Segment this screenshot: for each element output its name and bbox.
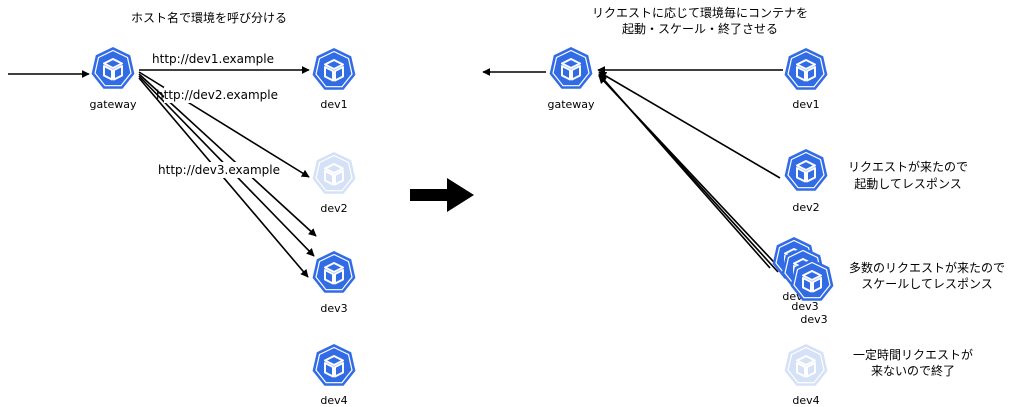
dev3-pod-icon — [311, 250, 357, 294]
right-title-line2: 起動・スケール・終了させる — [622, 21, 778, 36]
dev4-pod-icon-inactive — [783, 343, 829, 387]
edge-dev3-gateway-c — [598, 75, 788, 277]
dev3-replica-2-label: dev3 — [791, 300, 818, 313]
url-label-dev3-bg — [164, 162, 274, 178]
gateway-label: gateway — [547, 98, 595, 111]
left-panel: ホスト名で環境を呼び分ける http://dev1.example http:/… — [8, 10, 357, 407]
url-label-dev2-bg — [164, 87, 270, 103]
dev1-label: dev1 — [792, 98, 819, 111]
right-title-line1: リクエストに応じて環境毎にコンテナを — [592, 5, 808, 20]
dev4-note-line2: 来ないので終了 — [871, 363, 955, 378]
url-label-dev1: http://dev1.example — [152, 52, 274, 66]
dev3-label: dev3 — [320, 302, 347, 315]
dev1-label: dev1 — [320, 98, 347, 111]
dev2-label: dev2 — [320, 202, 347, 215]
dev4-pod-icon — [311, 343, 357, 387]
dev4-note-line1: 一定時間リクエストが — [853, 347, 973, 362]
dev2-label: dev2 — [792, 201, 819, 214]
dev3-note-line1: 多数のリクエストが来たので — [849, 260, 1005, 275]
dev2-note-line2: 起動してレスポンス — [854, 177, 961, 191]
dev3-note-line2: スケールしてレスポンス — [861, 277, 992, 291]
dev1-pod-icon — [311, 47, 357, 91]
dev1-pod-icon — [783, 47, 829, 91]
dev2-note-line1: リクエストが来たので — [848, 159, 968, 174]
dev2-pod-icon-inactive — [311, 151, 357, 195]
right-panel: リクエストに応じて環境毎にコンテナを 起動・スケール・終了させる gateway… — [482, 5, 1005, 407]
url-label-dev2: http://dev2.example — [156, 88, 278, 102]
url-label-dev3: http://dev3.example — [158, 163, 280, 177]
left-title: ホスト名で環境を呼び分ける — [131, 10, 287, 25]
gateway-pod-icon — [548, 46, 594, 90]
dev2-pod-icon — [783, 148, 829, 192]
gateway-label: gateway — [89, 98, 137, 111]
gateway-pod-icon — [90, 46, 136, 90]
dev3-replica-3-label: dev3 — [800, 313, 827, 326]
dev4-label: dev4 — [320, 394, 347, 407]
edge-dev2-gateway — [598, 71, 781, 179]
transition-arrow-icon — [410, 178, 474, 212]
dev4-label: dev4 — [792, 394, 819, 407]
